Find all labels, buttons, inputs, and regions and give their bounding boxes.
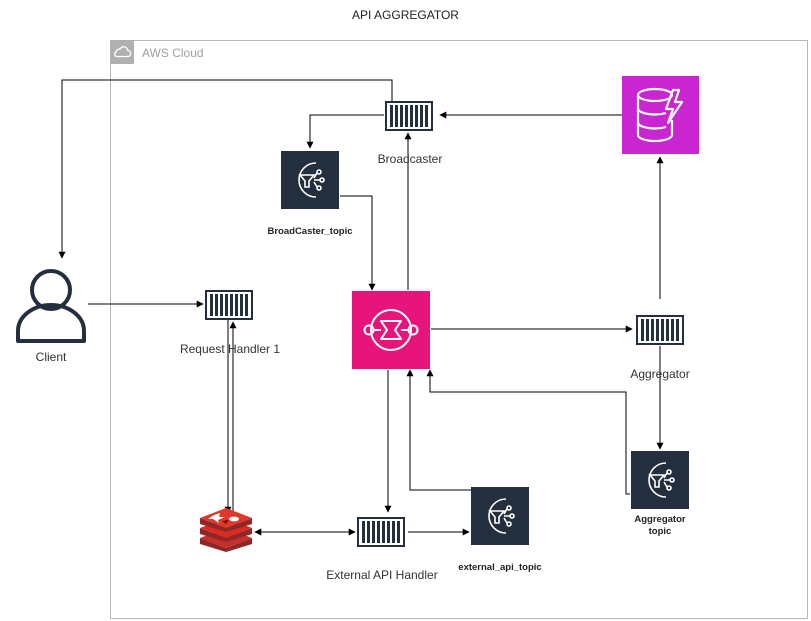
eventbridge-node[interactable] bbox=[352, 291, 430, 369]
request-handler-queue-icon[interactable] bbox=[205, 290, 253, 320]
aggregator-queue-icon[interactable] bbox=[636, 315, 684, 345]
external-api-topic-node[interactable] bbox=[471, 487, 529, 545]
broadcaster-topic-label: BroadCaster_topic bbox=[267, 226, 353, 237]
aggregator-topic-label: Aggregator topic bbox=[634, 514, 686, 537]
aws-cloud-label: AWS Cloud bbox=[142, 46, 204, 60]
edge-external-api-topic-to-eventbridge bbox=[406, 369, 472, 491]
sns-topic-icon bbox=[298, 162, 325, 198]
dynamodb-icon bbox=[636, 87, 684, 143]
external-api-topic-label: external_api_topic bbox=[458, 562, 542, 573]
eventbridge-icon bbox=[363, 309, 419, 351]
external-api-handler-queue-icon[interactable] bbox=[357, 517, 405, 547]
aggregator-topic-node[interactable] bbox=[631, 451, 689, 509]
edge-aggregator-topic-to-eventbridge bbox=[426, 369, 630, 495]
client-label: Client bbox=[35, 350, 67, 364]
external-api-handler-label: External API Handler bbox=[326, 568, 438, 582]
aggregator-label: Aggregator bbox=[630, 367, 690, 381]
edge-broadcaster-to-broadcaster-topic bbox=[306, 114, 384, 149]
request-handler-label: Request Handler 1 bbox=[179, 342, 281, 356]
broadcaster-label: Broadcaster bbox=[377, 152, 443, 166]
dynamodb-node[interactable] bbox=[622, 76, 699, 154]
edge-broadcaster-to-client bbox=[58, 79, 393, 259]
diagram-title: API AGGREGATOR bbox=[352, 8, 459, 22]
aws-cloud-icon bbox=[110, 40, 134, 64]
client-node[interactable] bbox=[15, 268, 87, 344]
redis-icon bbox=[200, 508, 252, 552]
broadcaster-queue-icon[interactable] bbox=[385, 101, 433, 131]
sns-topic-icon bbox=[488, 498, 515, 534]
sns-topic-icon bbox=[648, 462, 675, 498]
aws-cloud-group bbox=[110, 40, 808, 619]
user-icon bbox=[16, 269, 86, 343]
edge-broadcaster-topic-to-eventbridge bbox=[340, 195, 376, 291]
broadcaster-topic-node[interactable] bbox=[281, 151, 339, 209]
redis-node[interactable] bbox=[198, 508, 254, 552]
